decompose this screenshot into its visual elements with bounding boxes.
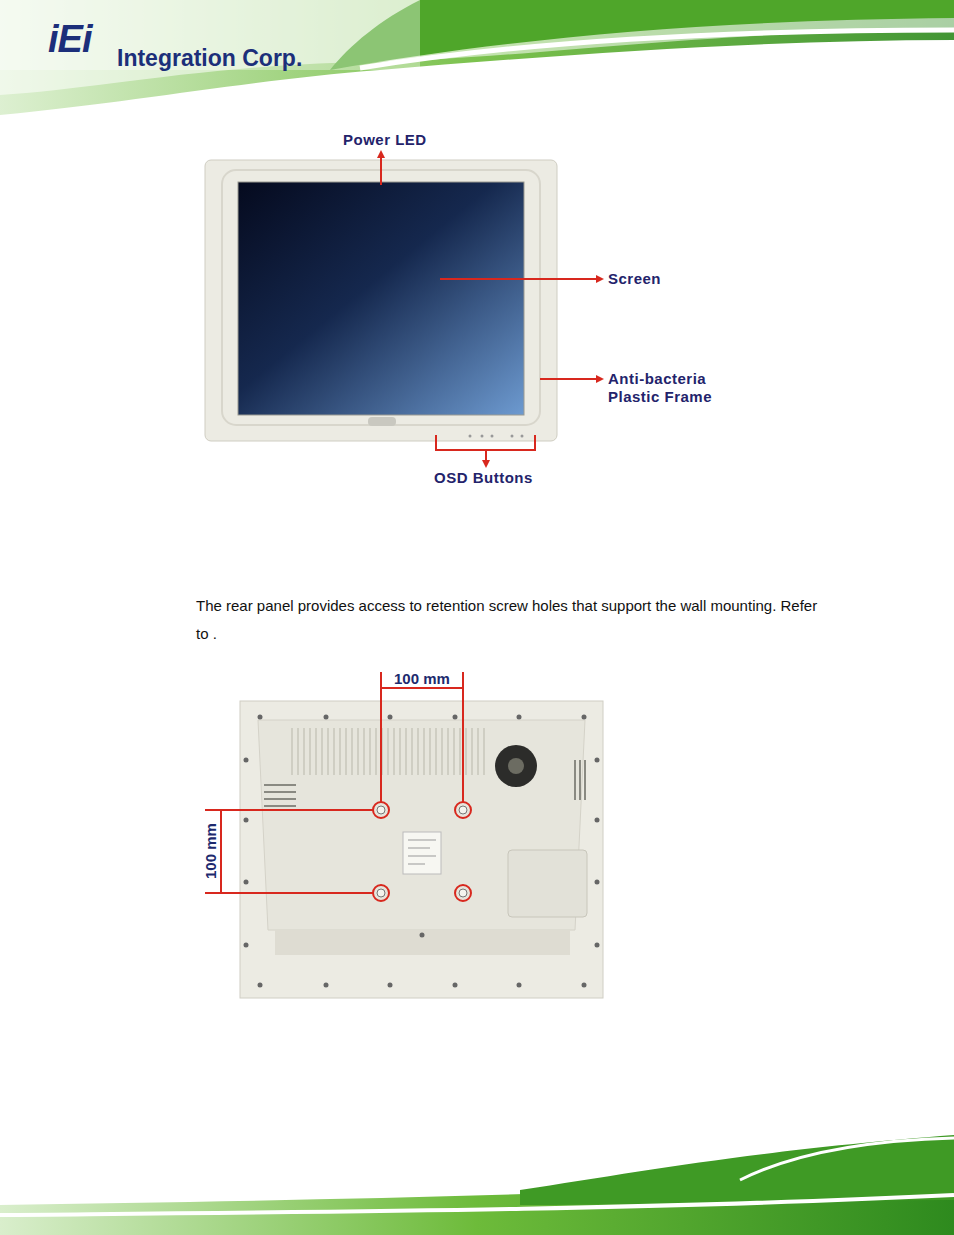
dimension-label: 100 mm [392, 670, 452, 687]
body-text: The rear panel provides access to retent… [196, 592, 822, 648]
callout-label: Power LED [343, 131, 427, 148]
dimension-label: 100 mm [202, 821, 219, 881]
callout-label: Anti-bacteria Plastic Frame [608, 370, 733, 406]
header-banner [0, 0, 954, 115]
callout-label: Screen [608, 270, 661, 287]
footer-banner [0, 1135, 954, 1235]
logo-mark: iEi [48, 18, 91, 61]
logo-name: Integration Corp. [117, 45, 302, 72]
callout-label: OSD Buttons [434, 469, 533, 486]
monitor-rear [205, 672, 603, 998]
monitor-front [205, 152, 602, 466]
